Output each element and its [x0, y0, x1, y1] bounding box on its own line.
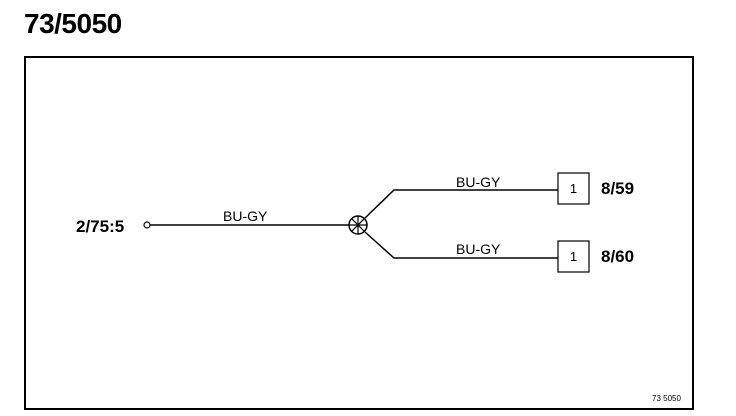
connector-pin-2: 1: [570, 249, 577, 264]
source-terminal-icon: [143, 221, 151, 229]
page-title: 73/5050: [24, 8, 122, 39]
lower-branch-wire: [364, 231, 558, 259]
diagram-code: 73 5050: [652, 394, 681, 403]
diagram-frame: [24, 56, 694, 410]
connector-box-1: [557, 172, 590, 205]
connector-label-2: 8/60: [601, 247, 634, 266]
upper-branch-wire: [364, 189, 558, 219]
lower-wire-label: BU-GY: [456, 241, 501, 257]
source-label: 2/75:5: [76, 217, 124, 236]
connector-label-1: 8/59: [601, 179, 634, 198]
upper-wire-label: BU-GY: [456, 174, 501, 190]
splice-icon: [348, 215, 368, 235]
connector-box-2: [557, 240, 590, 273]
main-wire-label: BU-GY: [223, 208, 268, 224]
connector-pin-1: 1: [570, 181, 577, 196]
